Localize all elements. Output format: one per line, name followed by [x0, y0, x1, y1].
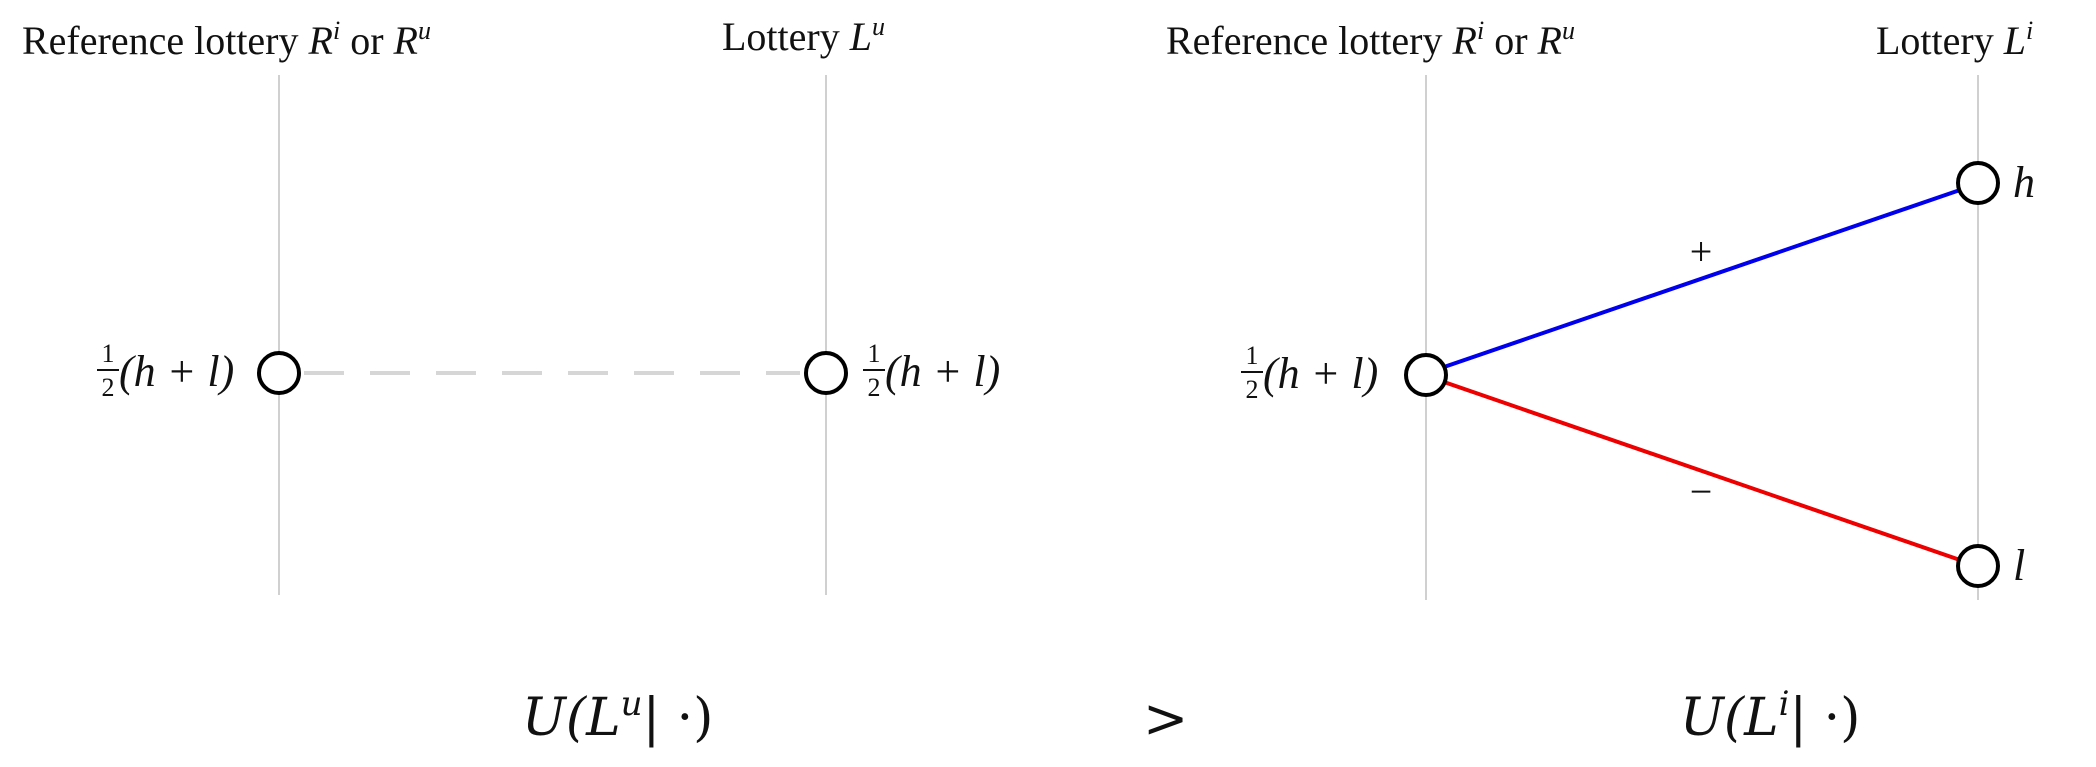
- right-lottery-title: Lottery Li: [1876, 16, 2033, 63]
- reference-title-prefix: Reference lottery: [22, 18, 309, 63]
- lottery-title-prefix: Lottery: [1876, 18, 2004, 63]
- utility-var-sup: u: [621, 684, 643, 724]
- loss-sign: −: [1690, 469, 1713, 514]
- fraction-numerator: 1: [1246, 341, 1259, 370]
- left-panel: Reference lottery Ri or Ru Lottery Lu 1 …: [22, 12, 1000, 748]
- right-panel: Reference lottery Ri or Ru Lottery Li + …: [1166, 16, 2035, 748]
- lottery-symbol-sup: u: [872, 12, 885, 41]
- high-outcome-label: h: [2013, 158, 2035, 207]
- fraction-denominator: 2: [1246, 375, 1259, 404]
- low-outcome-node: [1956, 544, 2000, 588]
- comparison-sign: >: [1143, 687, 1188, 750]
- left-lottery-node-label: 1 2 (h + l): [863, 339, 1000, 402]
- left-utility-expression: U(Lu| ·): [522, 684, 713, 748]
- reference-symbol-r1: R: [308, 18, 333, 63]
- gain-sign: +: [1690, 229, 1713, 274]
- left-reference-title: Reference lottery Ri or Ru: [22, 16, 431, 63]
- left-reference-node-label: 1 2 (h + l): [97, 339, 234, 402]
- utility-var: L: [1743, 688, 1779, 748]
- right-reference-title: Reference lottery Ri or Ru: [1166, 16, 1575, 63]
- reference-title-prefix: Reference lottery: [1166, 18, 1453, 63]
- utility-suffix: | ·): [643, 688, 714, 748]
- reference-symbol-r1-sup: i: [1477, 16, 1484, 45]
- gain-branch-line: [1443, 188, 1961, 369]
- node-expression: (h + l): [1263, 349, 1378, 398]
- lottery-symbol: L: [849, 14, 872, 59]
- fraction-denominator: 2: [868, 373, 881, 402]
- right-reference-node: [1404, 353, 1448, 397]
- reference-or-word: or: [340, 18, 393, 63]
- utility-prefix: U(: [1680, 688, 1746, 748]
- utility-prefix: U(: [522, 688, 588, 748]
- left-lottery-title: Lottery Lu: [722, 12, 885, 59]
- reference-symbol-r2: R: [393, 18, 418, 63]
- reference-symbol-r1: R: [1452, 18, 1477, 63]
- lottery-symbol: L: [2003, 18, 2026, 63]
- right-reference-node-label: 1 2 (h + l): [1241, 341, 1378, 404]
- left-lottery-node: [804, 351, 848, 395]
- node-expression: (h + l): [119, 347, 234, 396]
- fraction-numerator: 1: [868, 339, 881, 368]
- reference-symbol-r2-sup: u: [418, 16, 431, 45]
- utility-var-sup: i: [1779, 684, 1790, 724]
- utility-var: L: [585, 688, 621, 748]
- low-outcome-label: l: [2013, 541, 2025, 590]
- loss-branch-line: [1443, 380, 1961, 562]
- reference-or-word: or: [1484, 18, 1537, 63]
- lottery-symbol-sup: i: [2026, 16, 2033, 45]
- high-outcome-node: [1956, 161, 2000, 205]
- reference-symbol-r2-sup: u: [1562, 16, 1575, 45]
- fraction-denominator: 2: [102, 373, 115, 402]
- reference-symbol-r1-sup: i: [333, 16, 340, 45]
- node-expression: (h + l): [885, 347, 1000, 396]
- left-reference-node: [257, 351, 301, 395]
- reference-symbol-r2: R: [1537, 18, 1562, 63]
- fraction-numerator: 1: [102, 339, 115, 368]
- right-utility-expression: U(Li| ·): [1680, 684, 1860, 748]
- utility-suffix: | ·): [1790, 688, 1861, 748]
- lottery-title-prefix: Lottery: [722, 14, 850, 59]
